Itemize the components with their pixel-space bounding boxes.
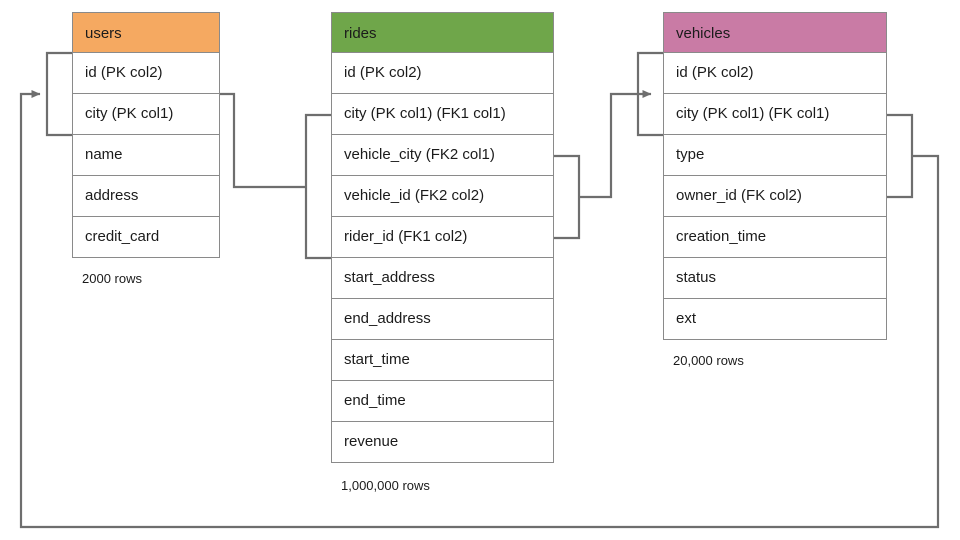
users-pk-bracket (45, 51, 72, 137)
entity-vehicles-field-owner-id[interactable]: owner_id (FK col2) (663, 176, 887, 217)
entity-rides-row-count: 1,000,000 rows (341, 478, 430, 493)
entity-rides-field-vehicle-id[interactable]: vehicle_id (FK2 col2) (331, 176, 554, 217)
entity-rides-field-id[interactable]: id (PK col2) (331, 53, 554, 94)
entity-vehicles-field-status[interactable]: status (663, 258, 887, 299)
entity-users-field-address[interactable]: address (72, 176, 220, 217)
vehicles-pk-bracket (636, 51, 663, 137)
entity-rides-field-start-address[interactable]: start_address (331, 258, 554, 299)
entity-rides-field-end-address[interactable]: end_address (331, 299, 554, 340)
vehicles-fk-bracket (887, 113, 914, 199)
entity-rides-field-start-time[interactable]: start_time (331, 340, 554, 381)
entity-users-row-count: 2000 rows (82, 271, 142, 286)
entity-vehicles-field-ext[interactable]: ext (663, 299, 887, 340)
entity-users-field-name[interactable]: name (72, 135, 220, 176)
entity-vehicles-field-city[interactable]: city (PK col1) (FK col1) (663, 94, 887, 135)
entity-vehicles-field-type[interactable]: type (663, 135, 887, 176)
entity-vehicles-field-creation-time[interactable]: creation_time (663, 217, 887, 258)
entity-rides-field-city[interactable]: city (PK col1) (FK1 col1) (331, 94, 554, 135)
entity-rides[interactable]: rides id (PK col2) city (PK col1) (FK1 c… (331, 12, 554, 463)
entity-users-field-id[interactable]: id (PK col2) (72, 53, 220, 94)
entity-users[interactable]: users id (PK col2) city (PK col1) name a… (72, 12, 220, 258)
entity-rides-field-rider-id[interactable]: rider_id (FK1 col2) (331, 217, 554, 258)
entity-vehicles-field-id[interactable]: id (PK col2) (663, 53, 887, 94)
entity-users-header: users (72, 12, 220, 53)
entity-vehicles-header: vehicles (663, 12, 887, 53)
rides-fk1-bracket (304, 113, 331, 260)
entity-rides-header: rides (331, 12, 554, 53)
entity-users-field-credit-card[interactable]: credit_card (72, 217, 220, 258)
entity-vehicles-row-count: 20,000 rows (673, 353, 744, 368)
entity-rides-field-vehicle-city[interactable]: vehicle_city (FK2 col1) (331, 135, 554, 176)
entity-users-field-city[interactable]: city (PK col1) (72, 94, 220, 135)
entity-rides-field-end-time[interactable]: end_time (331, 381, 554, 422)
entity-rides-field-revenue[interactable]: revenue (331, 422, 554, 463)
entity-vehicles[interactable]: vehicles id (PK col2) city (PK col1) (FK… (663, 12, 887, 340)
rides-fk2-to-vehicles-connector (579, 90, 652, 199)
rides-fk2-bracket (554, 154, 581, 240)
